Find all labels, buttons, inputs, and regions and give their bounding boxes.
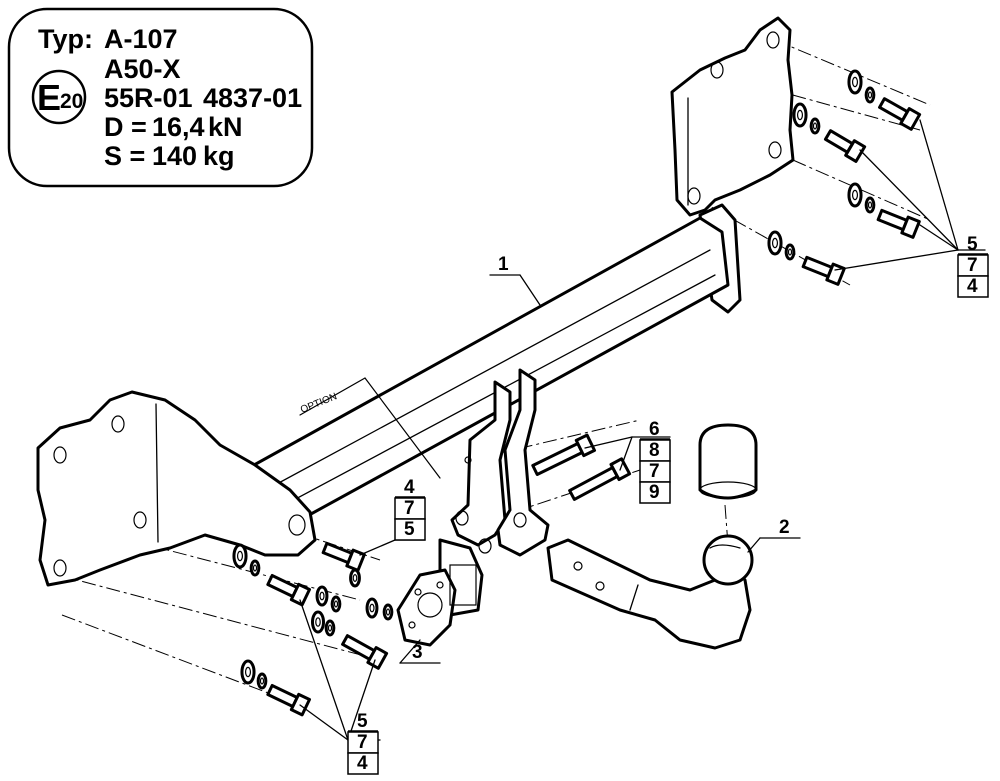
- callout-group-right: 574: [957, 234, 989, 298]
- bolt: [876, 208, 921, 239]
- leader-lines: [299, 119, 986, 741]
- washer: [349, 568, 361, 588]
- callout-2: 2: [779, 517, 790, 538]
- washer: [315, 585, 329, 607]
- callout-bolt_group-2: 7: [649, 461, 660, 482]
- callout-bolt_group-3: 9: [649, 482, 660, 503]
- washer: [792, 102, 808, 128]
- callout-right_group-2: 4: [967, 276, 978, 297]
- regulation-value: 55R-01: [104, 83, 193, 113]
- callout-bottom_group-1: 7: [357, 732, 368, 753]
- washer: [847, 69, 863, 95]
- washer: [240, 659, 256, 685]
- washer: [249, 559, 261, 577]
- washer: [311, 610, 325, 634]
- spec-box: Typ: A-107 A50-X E 20 55R-01 4837-01 D =…: [7, 7, 314, 188]
- callout-bottom_group-0: 5: [357, 711, 368, 732]
- bolt: [823, 129, 867, 163]
- s-label: S =: [104, 141, 145, 171]
- d-label: D =: [104, 112, 147, 142]
- washer: [256, 672, 268, 690]
- code-value: A50-X: [104, 54, 181, 84]
- e-approval-mark: E 20: [31, 69, 87, 125]
- washer: [324, 619, 336, 637]
- washer: [864, 86, 876, 104]
- washer: [809, 117, 821, 135]
- washer: [382, 603, 394, 621]
- bolt: [878, 97, 922, 131]
- bolt: [266, 573, 311, 607]
- callout-right_group-1: 7: [967, 255, 978, 276]
- s-value: 140: [152, 141, 197, 171]
- callout-right_group-0: 5: [967, 234, 978, 255]
- washer: [864, 196, 876, 214]
- callout-group-bottom: 574: [347, 711, 379, 775]
- s-unit: kg: [203, 141, 235, 171]
- bolt: [801, 255, 846, 286]
- washer: [767, 230, 783, 256]
- callout-mid_group-2: 5: [404, 519, 415, 540]
- ball-cap: [698, 423, 758, 500]
- callout-group-mid: 475: [394, 477, 426, 541]
- e-mark-letter: E: [37, 77, 61, 118]
- socket-plate: [396, 538, 484, 647]
- bolt: [321, 541, 366, 572]
- callout-bottom_group-2: 4: [357, 753, 368, 774]
- e-mark-number: 20: [60, 90, 83, 113]
- left-mounting-bracket: [36, 390, 317, 587]
- callout-3: 3: [412, 642, 423, 663]
- washer: [330, 595, 342, 613]
- washer: [847, 182, 863, 208]
- approval-number: 4837-01: [203, 83, 302, 113]
- callout-1: 1: [498, 254, 509, 275]
- bolt: [266, 683, 311, 717]
- washer: [784, 243, 796, 261]
- washer: [365, 597, 379, 619]
- bolt: [568, 457, 632, 501]
- fastener-set: [232, 69, 922, 717]
- callout-bolt_group-1: 8: [649, 440, 660, 461]
- callout-mid_group-0: 4: [404, 477, 415, 498]
- d-value: 16,4: [152, 112, 205, 142]
- type-label: Typ:: [38, 24, 93, 54]
- type-value: A-107: [104, 24, 178, 54]
- bolt: [341, 634, 389, 670]
- bolt: [531, 433, 597, 476]
- d-unit: kN: [208, 112, 243, 142]
- callout-bolt_group-0: 6: [649, 419, 660, 440]
- callout-mid_group-1: 7: [404, 498, 415, 519]
- washer: [232, 543, 248, 569]
- callouts: 1 2 3: [412, 254, 790, 663]
- tow-ball-neck: [546, 534, 754, 650]
- center-mounting-plates: [450, 368, 550, 557]
